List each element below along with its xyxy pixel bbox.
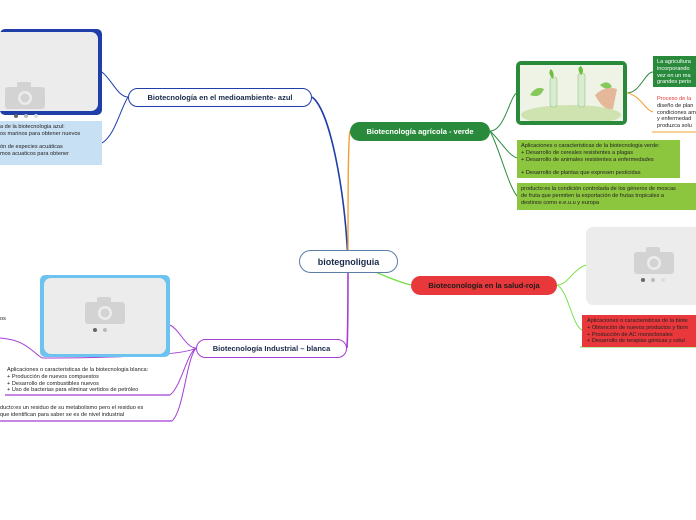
azul-image-placeholder bbox=[0, 29, 102, 118]
plants-photo bbox=[516, 61, 627, 125]
branch-roja[interactable]: Bioteconología en la salud-roja bbox=[411, 276, 557, 295]
camera-placeholder-icon bbox=[85, 297, 125, 324]
branch-blanca-label: Biotecnología Industrial – blanca bbox=[212, 344, 331, 353]
branch-blanca[interactable]: Biotecnología Industrial – blanca bbox=[196, 339, 347, 358]
roja-image-placeholder bbox=[586, 227, 696, 305]
verde-note-process: Proceso de la diseño de plan condiciones… bbox=[653, 95, 696, 131]
blanca-image-placeholder bbox=[40, 275, 170, 357]
camera-placeholder-icon bbox=[634, 247, 674, 274]
azul-note: a de la biotecnologia azul: os marinos p… bbox=[0, 121, 102, 165]
camera-placeholder-icon bbox=[5, 82, 45, 109]
roja-note-applications: Aplicaciones o caracteristicas de la bio… bbox=[582, 315, 696, 347]
lab-plants-image bbox=[520, 65, 623, 121]
carousel-dots-icon bbox=[93, 328, 107, 332]
branch-azul[interactable]: Biotecnología en el medioambiente- azul bbox=[128, 88, 312, 107]
blanca-note-product: ducto:es un residuo de su metabolismo pe… bbox=[0, 405, 144, 418]
central-topic-label: biotegnoliguia bbox=[317, 256, 380, 267]
verde-note-agriculture: La agricultura incorporando vez en un ma… bbox=[653, 56, 696, 87]
branch-verde-label: Biotecnología agrícola - verde bbox=[366, 127, 474, 136]
verde-note-product: producto:es la condición controlada de l… bbox=[517, 183, 696, 210]
branch-verde[interactable]: Biotecnología agrícola - verde bbox=[350, 122, 490, 141]
blanca-left-fragment: os bbox=[0, 316, 6, 322]
verde-note-applications: Aplicaciones o caracteristicas de la bio… bbox=[517, 140, 680, 178]
blanca-note-applications: Aplicaciones o caracteristicas de la bio… bbox=[7, 367, 149, 394]
branch-roja-label: Bioteconología en la salud-roja bbox=[428, 281, 540, 290]
central-topic[interactable]: biotegnoliguia bbox=[299, 250, 398, 273]
branch-azul-label: Biotecnología en el medioambiente- azul bbox=[147, 93, 293, 102]
carousel-dots-icon bbox=[641, 278, 665, 282]
carousel-dots-icon bbox=[14, 114, 38, 118]
